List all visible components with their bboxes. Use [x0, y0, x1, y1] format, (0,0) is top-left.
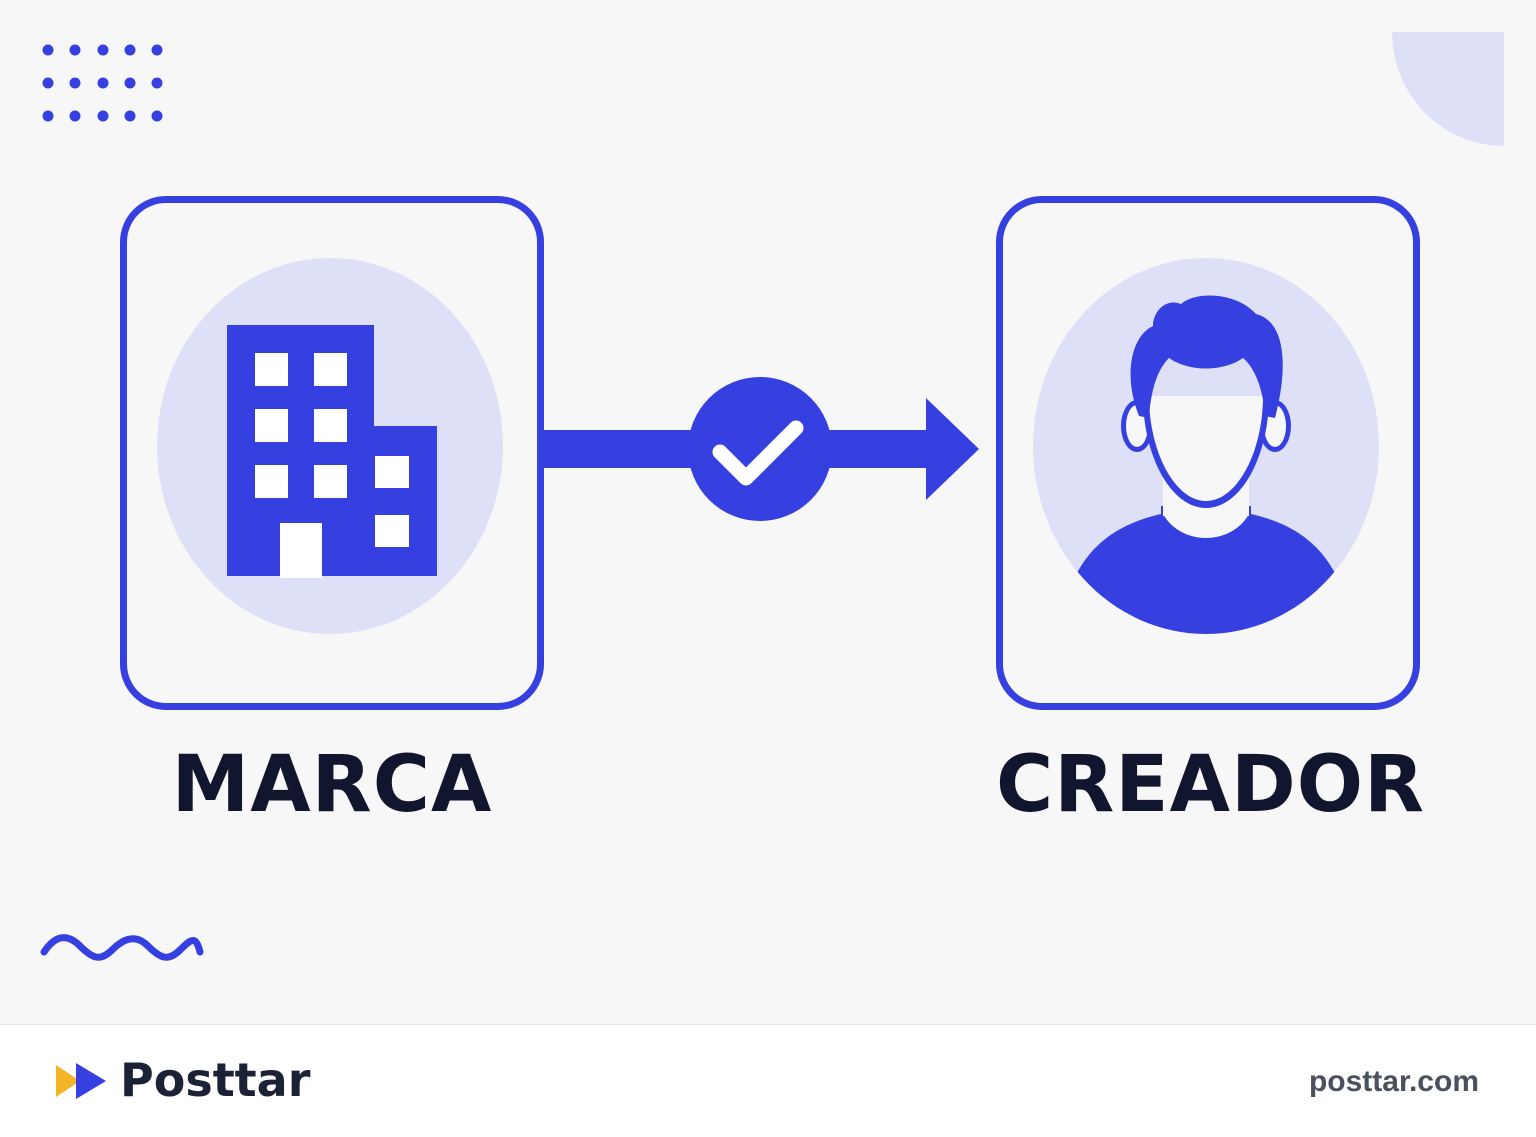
domain-link[interactable]: posttar.com — [1308, 1065, 1479, 1098]
connector-arrow — [530, 377, 979, 521]
building-icon — [157, 258, 503, 634]
dot-grid-decoration — [42, 44, 163, 122]
squiggle-decoration — [40, 934, 204, 961]
user-icon — [1033, 258, 1379, 634]
footer-bar — [0, 1024, 1536, 1137]
diagram-canvas: MARCA CREADOR — [40, 32, 1504, 961]
check-icon — [712, 420, 804, 486]
play-forward-icon — [56, 1063, 106, 1099]
creator-card-label: CREADOR — [996, 740, 1426, 830]
quarter-circle-decoration — [1392, 32, 1504, 146]
brand-name: Posttar — [120, 1053, 311, 1107]
brand-card-label: MARCA — [171, 740, 493, 830]
